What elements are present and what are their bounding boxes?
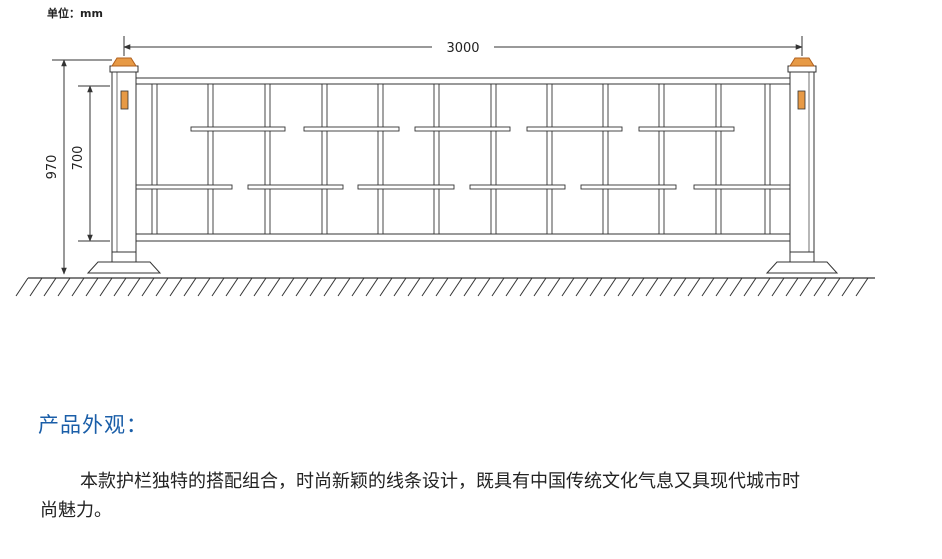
railing-panel [130,77,794,242]
product-description: 本款护栏独特的搭配组合，时尚新颖的线条设计，既具有中国传统文化气息又具现代城市时… [40,471,800,521]
panel-height-dimension [78,85,110,242]
section-heading: 产品外观： [38,413,148,437]
right-post [765,57,839,274]
width-dimension-label: 3000 [446,41,479,56]
left-post [86,57,162,274]
railing-diagram: 3000 970 700 [15,36,875,297]
total-height-dimension [52,59,112,275]
railing-grid [130,83,794,235]
panel-height-label: 700 [71,146,86,171]
width-dimension [123,36,803,56]
unit-label: 单位：mm [47,7,103,20]
ground [15,277,875,297]
total-height-label: 970 [45,155,60,180]
